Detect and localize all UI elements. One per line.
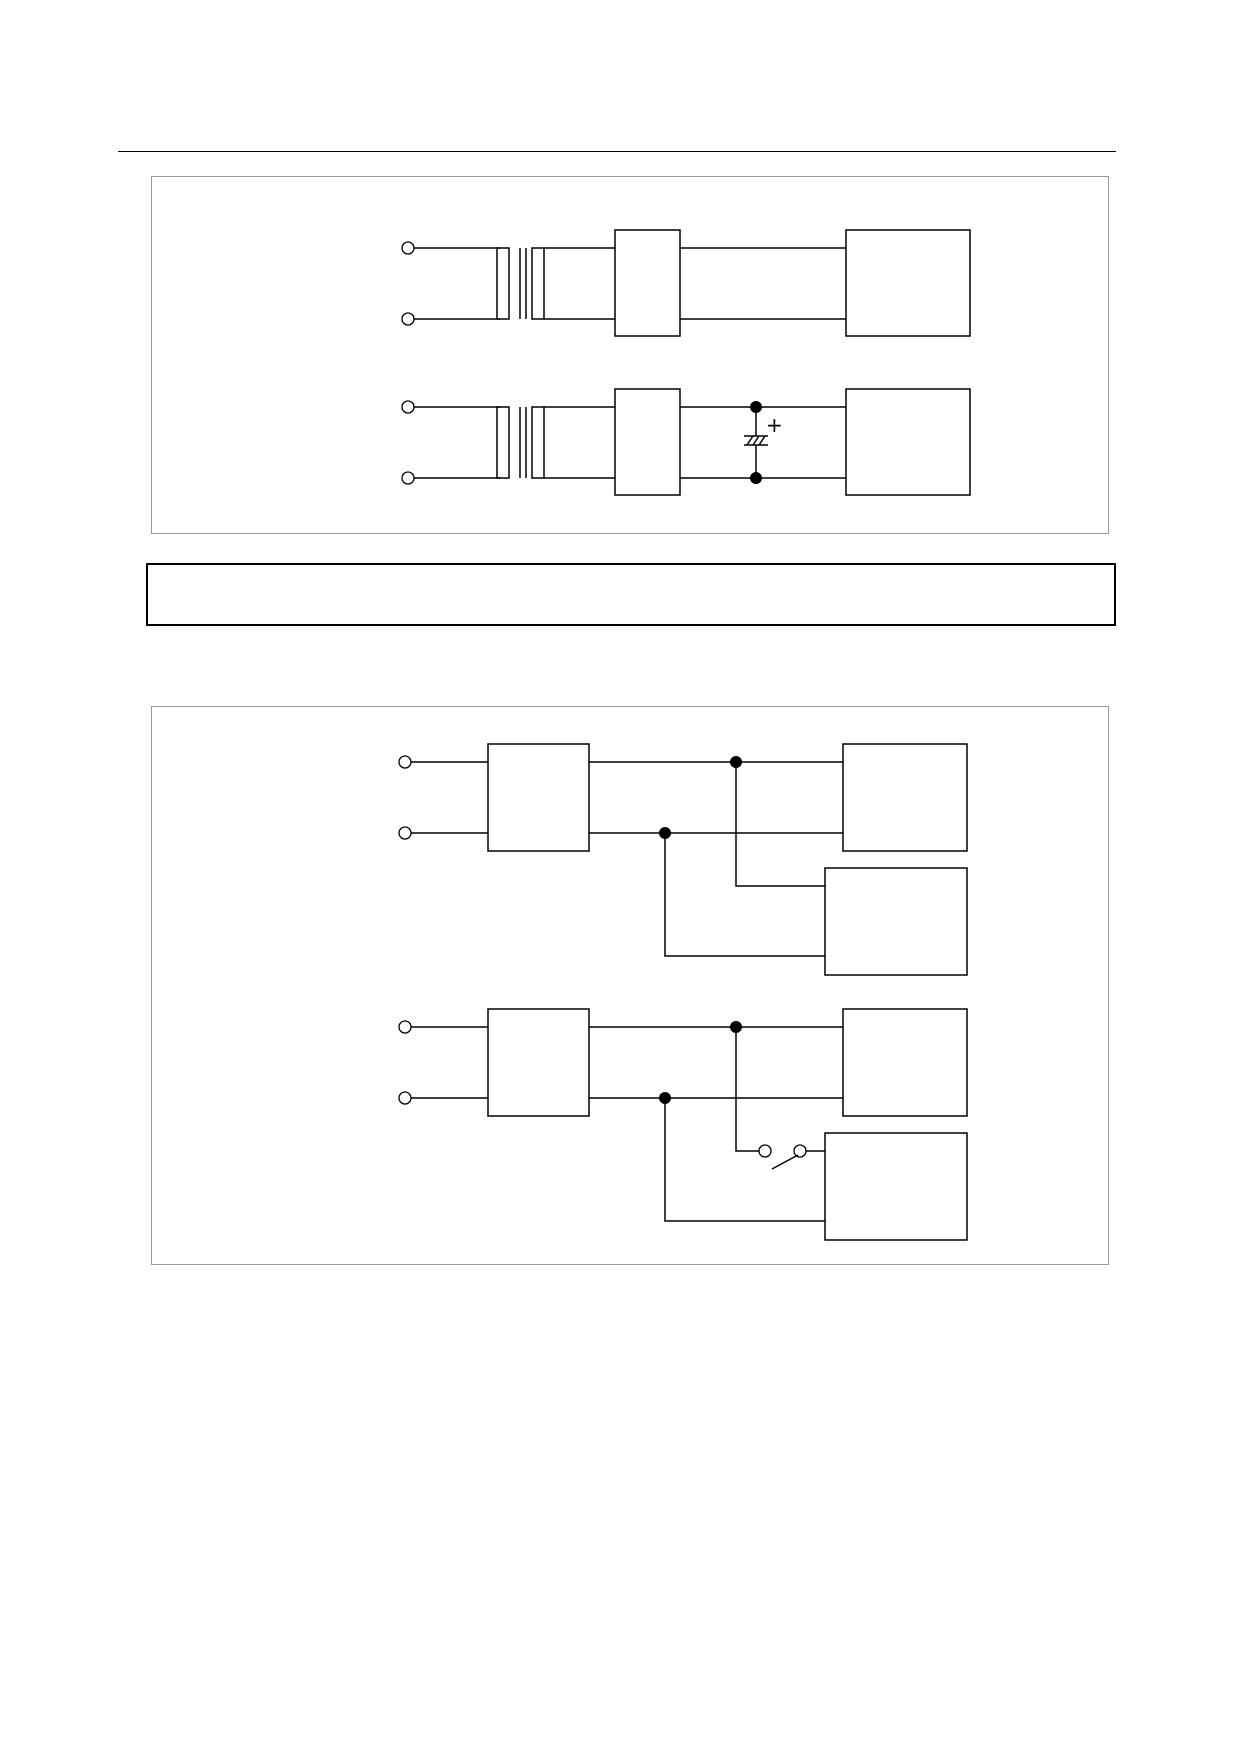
terminal-icon	[398, 755, 412, 769]
terminal-icon	[401, 471, 415, 485]
switch-icon	[758, 1144, 807, 1170]
figure-2-panel	[151, 706, 1109, 1265]
terminal-icon	[398, 826, 412, 840]
load-block-2	[824, 867, 968, 976]
circuit-2b	[398, 1008, 968, 1241]
supply-block	[487, 1008, 590, 1117]
capacitor-polarity-label: +	[766, 413, 783, 437]
circuit-2a	[398, 743, 968, 976]
transformer-icon	[496, 247, 545, 320]
load-block	[845, 388, 971, 496]
load-block-2	[824, 1132, 968, 1241]
figure-1-schematic: +	[401, 229, 971, 496]
figure-1-panel: +	[151, 176, 1109, 534]
terminal-icon	[398, 1020, 412, 1034]
terminal-icon	[401, 400, 415, 414]
load-block	[845, 229, 971, 337]
rectifier-block	[614, 229, 681, 337]
branch-wire	[664, 833, 825, 957]
branch-wire	[735, 1027, 759, 1152]
branch-wire	[664, 1098, 825, 1222]
circuit-1a	[401, 229, 971, 337]
terminal-icon	[398, 1091, 412, 1105]
figure-2-schematic	[398, 743, 968, 1241]
polarized-capacitor-icon: +	[744, 407, 783, 478]
load-block-1	[842, 1008, 968, 1117]
supply-block	[487, 743, 590, 852]
circuit-1b: +	[401, 388, 971, 496]
rectifier-block	[614, 388, 681, 496]
terminal-icon	[401, 312, 415, 326]
terminal-icon	[401, 241, 415, 255]
branch-wire	[735, 762, 825, 887]
note-box	[146, 563, 1116, 626]
page-header-rule	[118, 151, 1116, 152]
load-block-1	[842, 743, 968, 852]
transformer-icon	[496, 406, 545, 479]
